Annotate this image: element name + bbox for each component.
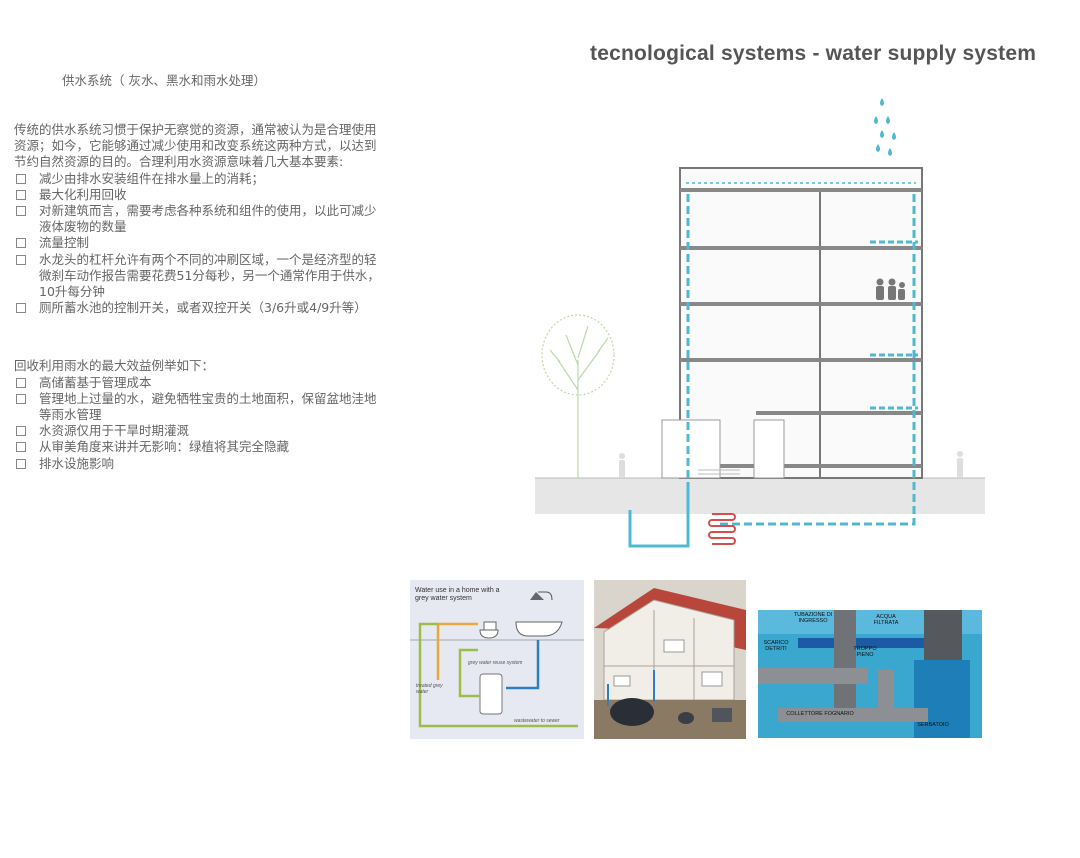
checkbox-icon: [16, 238, 26, 249]
house-cutaway-svg: [594, 580, 746, 739]
tank-label: SERBATOIO: [917, 722, 949, 728]
checkbox-icon: [16, 254, 26, 265]
inlet-label: TUBAZIONE DI INGRESSO: [793, 612, 833, 624]
checkbox-icon: [16, 393, 26, 404]
treated-label: treated grey water: [416, 683, 443, 695]
rainwater-list: 高储蓄基于管理成本 管理地上过量的水，避免牺牲宝贵的土地面积，保留盆地洼地等雨水…: [14, 375, 386, 472]
people-indoor-icon: [876, 278, 905, 300]
overflow-label: TROPPO PIENO: [853, 646, 877, 658]
water-pipe-network: [628, 194, 918, 548]
toilet-icon: [479, 621, 499, 639]
tank-icon: [610, 698, 654, 726]
intro-paragraph: 传统的供水系统习惯于保护无察觉的资源，通常被认为是合理使用资源；如今，它能够通过…: [14, 122, 377, 170]
system-label: grey water reuse system: [468, 660, 523, 666]
checkbox-icon: [16, 206, 26, 217]
list-item: 最大化利用回收: [14, 187, 386, 203]
list-item: 水龙头的杠杆允许有两个不同的冲刷区域，一个是经济型的轻微刹车动作报告需要花费51…: [14, 252, 386, 301]
rainwater-heading: 回收利用雨水的最大效益例举如下：: [14, 358, 215, 374]
checkbox-icon: [16, 189, 26, 200]
ground: [535, 478, 985, 514]
rainwater-tank-svg: [758, 610, 982, 738]
checkbox-icon: [16, 442, 26, 453]
entrance-stairs: [698, 469, 740, 475]
wastewater-label: wastewater to sewer: [514, 718, 560, 724]
text-column: 传统的供水系统习惯于保护无察觉的资源，通常被认为是合理使用资源；如今，它能够通过…: [14, 122, 386, 472]
building-section-diagram: [535, 98, 985, 548]
section-heading: 供水系统（ 灰水、黑水和雨水处理）: [62, 73, 266, 88]
checkbox-icon: [16, 303, 26, 314]
filtered-label: ACQUA FILTRATA: [873, 614, 899, 626]
ground-floor-block: [661, 419, 721, 479]
checkbox-icon: [16, 173, 26, 184]
heating-coil-icon: [708, 513, 736, 545]
tank-icon: [479, 673, 503, 715]
list-item: 减少由排水安装组件在排水量上的消耗；: [14, 171, 386, 187]
list-item: 高储蓄基于管理成本: [14, 375, 386, 391]
list-item: 排水设施影响: [14, 456, 386, 472]
list-item: 对新建筑而言，需要考虑各种系统和组件的使用，以此可减少液体废物的数量: [14, 203, 386, 235]
checkbox-icon: [16, 377, 26, 388]
page-title: tecnological systems - water supply syst…: [590, 42, 1037, 65]
bathtub-icon: [515, 621, 563, 637]
rainwater-tank-illustration: TUBAZIONE DI INGRESSO ACQUA FILTRATA SCA…: [758, 610, 982, 738]
list-item: 厕所蓄水池的控制开关，或者双控开关（3/6升或4/9升等）: [14, 300, 386, 316]
shower-head-icon: [530, 592, 544, 600]
list-item: 从审美角度来讲并无影响：绿植将其完全隐藏: [14, 439, 386, 455]
tree-icon: [541, 314, 615, 478]
grey-water-title: Water use in a home with a grey water sy…: [415, 587, 500, 602]
list-item: 水资源仅用于干旱时期灌溉: [14, 423, 386, 439]
list-item: 管理地上过量的水，避免牺牲宝贵的土地面积，保留盆地洼地等雨水管理: [14, 391, 386, 423]
intro-list: 减少由排水安装组件在排水量上的消耗； 最大化利用回收 对新建筑而言，需要考虑各种…: [14, 171, 386, 317]
grey-water-diagram: Water use in a home with a grey water sy…: [410, 580, 584, 739]
list-item: 流量控制: [14, 235, 386, 251]
checkbox-icon: [16, 426, 26, 437]
debris-label: SCARICO DETRITI: [763, 640, 789, 652]
house-cutaway-illustration: [594, 580, 746, 739]
sewer-label: COLLETTORE FOGNARIO: [786, 711, 854, 717]
rain-drops-icon: [874, 98, 896, 156]
checkbox-icon: [16, 458, 26, 469]
grey-water-flow-svg: [410, 591, 584, 728]
